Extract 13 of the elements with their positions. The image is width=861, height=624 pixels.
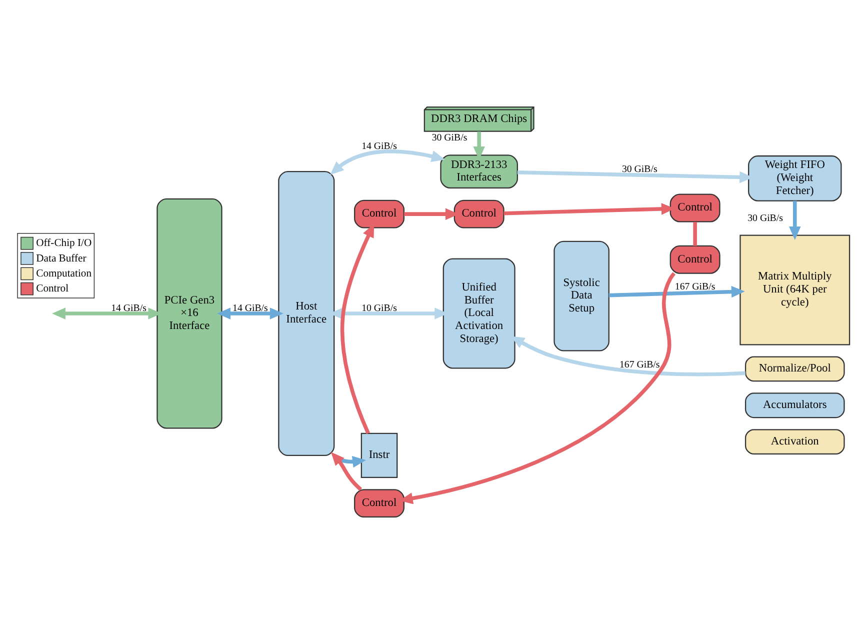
legend-label: Off-Chip I/O — [36, 238, 92, 250]
edge-label: 14 GiB/s — [362, 141, 397, 152]
edge-label: 14 GiB/s — [232, 302, 268, 314]
legend-label: Control — [36, 284, 69, 295]
edge-label: 10 GiB/s — [362, 302, 397, 314]
edge-label: 14 GiB/s — [111, 302, 146, 314]
edge-label: 30 GiB/s — [748, 212, 783, 224]
edge-label: 167 GiB/s — [620, 360, 660, 371]
edge-label: 30 GiB/s — [432, 132, 468, 144]
edge-label: 30 GiB/s — [622, 164, 658, 175]
legend-label: Computation — [36, 268, 92, 280]
legend-label: Data Buffer — [36, 253, 86, 264]
edge-label: 167 GiB/s — [674, 282, 716, 293]
